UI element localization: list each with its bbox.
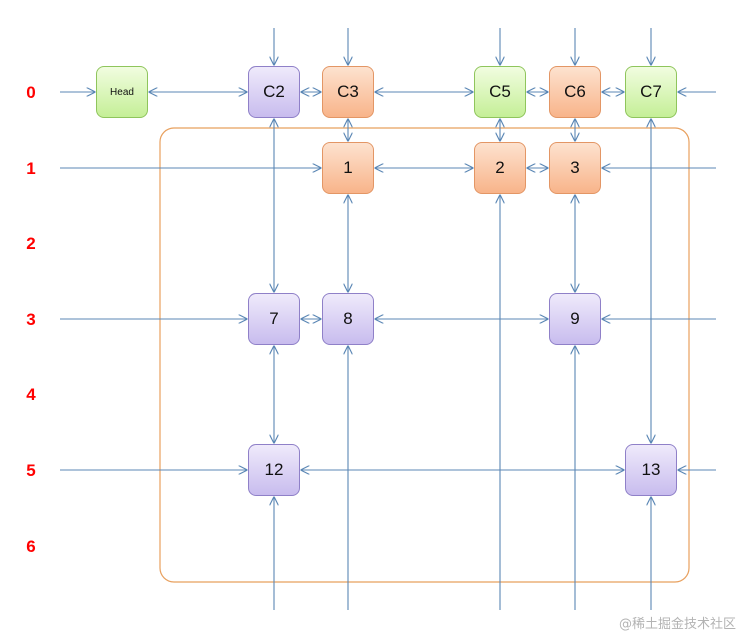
matrix-node-1: 1 (322, 142, 374, 194)
row-label-3: 3 (26, 310, 36, 329)
matrix-node-13: 13 (625, 444, 677, 496)
column-header-c3: C3 (322, 66, 374, 118)
row-label-6: 6 (26, 537, 36, 556)
matrix-node-12: 12 (248, 444, 300, 496)
matrix-node-8: 8 (322, 293, 374, 345)
column-header-c6: C6 (549, 66, 601, 118)
column-header-c5: C5 (474, 66, 526, 118)
row-label-0: 0 (26, 83, 36, 102)
head-node: Head (96, 66, 148, 118)
row-label-1: 1 (26, 159, 36, 178)
matrix-node-3: 3 (549, 142, 601, 194)
row-label-2: 2 (26, 234, 36, 253)
matrix-node-7: 7 (248, 293, 300, 345)
matrix-frame (159, 127, 690, 583)
row-label-5: 5 (26, 461, 36, 480)
column-header-c2: C2 (248, 66, 300, 118)
column-header-c7: C7 (625, 66, 677, 118)
matrix-node-2: 2 (474, 142, 526, 194)
matrix-node-9: 9 (549, 293, 601, 345)
watermark: @稀土掘金技术社区 (618, 617, 736, 632)
row-label-4: 4 (26, 385, 36, 404)
